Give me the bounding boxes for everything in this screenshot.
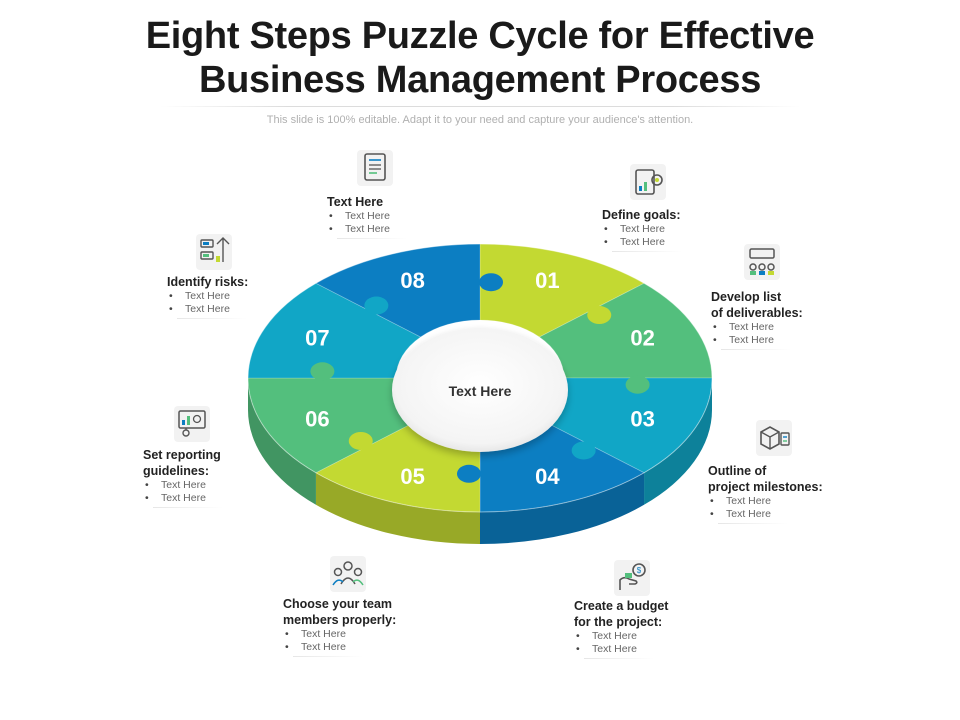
- ring-side-3d: [248, 378, 712, 544]
- puzzle-knob-05: [348, 431, 373, 450]
- ring-side-segment-06: [248, 378, 316, 505]
- puzzle-piece-02: [538, 282, 713, 379]
- piece-number-03: 03: [630, 407, 654, 432]
- puzzle-knobs: [310, 273, 650, 483]
- step-05-label: Choose your team members properly: Text …: [283, 596, 396, 657]
- page-title: Eight Steps Puzzle Cycle for Effective B…: [0, 14, 960, 102]
- step-06-bullet-2: Text Here: [143, 492, 223, 505]
- svg-text:$: $: [637, 566, 642, 575]
- piece-number-05: 05: [400, 464, 424, 489]
- ring-rim: [247, 243, 713, 513]
- step-03-heading-2: project milestones:: [708, 480, 823, 494]
- document-icon: [353, 146, 397, 190]
- title-line-2: Business Management Process: [198, 59, 762, 101]
- puzzle-piece-07: [247, 282, 422, 379]
- goals-chart-icon: [626, 160, 670, 204]
- step-04-heading-2: for the project:: [574, 615, 663, 629]
- piece-number-02: 02: [630, 325, 654, 350]
- reporting-icon: [170, 402, 214, 446]
- step-06-bullet-1: Text Here: [143, 479, 223, 492]
- step-08-heading: Text Here: [327, 195, 384, 209]
- piece-number-01: 01: [535, 268, 559, 293]
- step-03-bullet-1: Text Here: [708, 495, 823, 508]
- team-icon: [326, 552, 370, 596]
- center-label: Text Here: [449, 383, 512, 399]
- puzzle-knob-08: [479, 273, 504, 292]
- step-04-heading-1: Create a budget: [574, 599, 669, 613]
- step-05-bullet-1: Text Here: [283, 628, 396, 641]
- ring-side-segment-03: [644, 378, 712, 505]
- puzzle-knob-01: [587, 306, 612, 325]
- ring-side-segment-04: [480, 472, 645, 544]
- puzzle-knob-07: [364, 296, 389, 315]
- puzzle-knob-03: [571, 441, 596, 460]
- ring-side-segment-05: [315, 472, 480, 544]
- step-01-bullet-2: Text Here: [602, 236, 682, 249]
- title-line-1: Eight Steps Puzzle Cycle for Effective: [145, 15, 815, 57]
- subtitle: This slide is 100% editable. Adapt it to…: [266, 114, 694, 126]
- piece-number-07: 07: [305, 325, 329, 350]
- step-01-heading: Define goals:: [602, 208, 681, 222]
- budget-hand-icon: $: [610, 556, 654, 600]
- step-04-bullet-2: Text Here: [574, 643, 668, 656]
- deliverables-icon: [740, 240, 784, 284]
- step-05-bullet-2: Text Here: [283, 641, 396, 654]
- step-01-bullet-1: Text Here: [602, 223, 682, 236]
- puzzle-piece-08: [315, 243, 481, 338]
- piece-number-06: 06: [305, 407, 329, 432]
- step-05-heading-2: members properly:: [283, 613, 397, 627]
- step-04-label: Create a budget for the project: Text He…: [574, 598, 668, 659]
- step-06-heading-1: Set reporting: [143, 448, 221, 462]
- step-07-heading: Identify risks:: [167, 275, 249, 289]
- step-08-bullet-1: Text Here: [327, 210, 407, 223]
- step-02-bullet-2: Text Here: [711, 334, 803, 347]
- puzzle-knob-02: [625, 375, 650, 394]
- step-03-label: Outline of project milestones: Text Here…: [708, 463, 823, 524]
- piece-number-08: 08: [400, 268, 424, 293]
- puzzle-knob-04: [456, 464, 481, 483]
- piece-number-04: 04: [535, 464, 560, 489]
- step-07-label: Identify risks: Text Here Text Here: [167, 274, 248, 319]
- step-07-bullet-2: Text Here: [167, 303, 248, 316]
- step-01-label: Define goals: Text Here Text Here: [602, 207, 682, 252]
- step-06-label: Set reporting guidelines: Text Here Text…: [143, 447, 223, 508]
- step-02-heading-1: Develop list: [711, 290, 782, 304]
- step-03-bullet-2: Text Here: [708, 508, 823, 521]
- step-05-heading-1: Choose your team: [283, 597, 393, 611]
- risk-chart-icon: [192, 230, 236, 274]
- step-07-bullet-1: Text Here: [167, 290, 248, 303]
- puzzle-piece-01: [479, 243, 645, 338]
- step-02-label: Develop list of deliverables: Text Here …: [711, 289, 803, 350]
- puzzle-knob-06: [310, 362, 335, 381]
- step-06-heading-2: guidelines:: [143, 464, 209, 478]
- step-08-bullet-2: Text Here: [327, 223, 407, 236]
- center-circle: Text Here: [392, 328, 568, 452]
- step-03-heading-1: Outline of: [708, 464, 767, 478]
- piece-numbers: 01 02 03 04 05 06 07 08: [305, 268, 655, 489]
- step-04-bullet-1: Text Here: [574, 630, 668, 643]
- step-02-heading-2: of deliverables:: [711, 306, 803, 320]
- milestone-box-icon: [752, 416, 796, 460]
- step-08-label: Text Here Text Here Text Here: [327, 194, 407, 239]
- step-02-bullet-1: Text Here: [711, 321, 803, 334]
- title-divider: [160, 106, 800, 107]
